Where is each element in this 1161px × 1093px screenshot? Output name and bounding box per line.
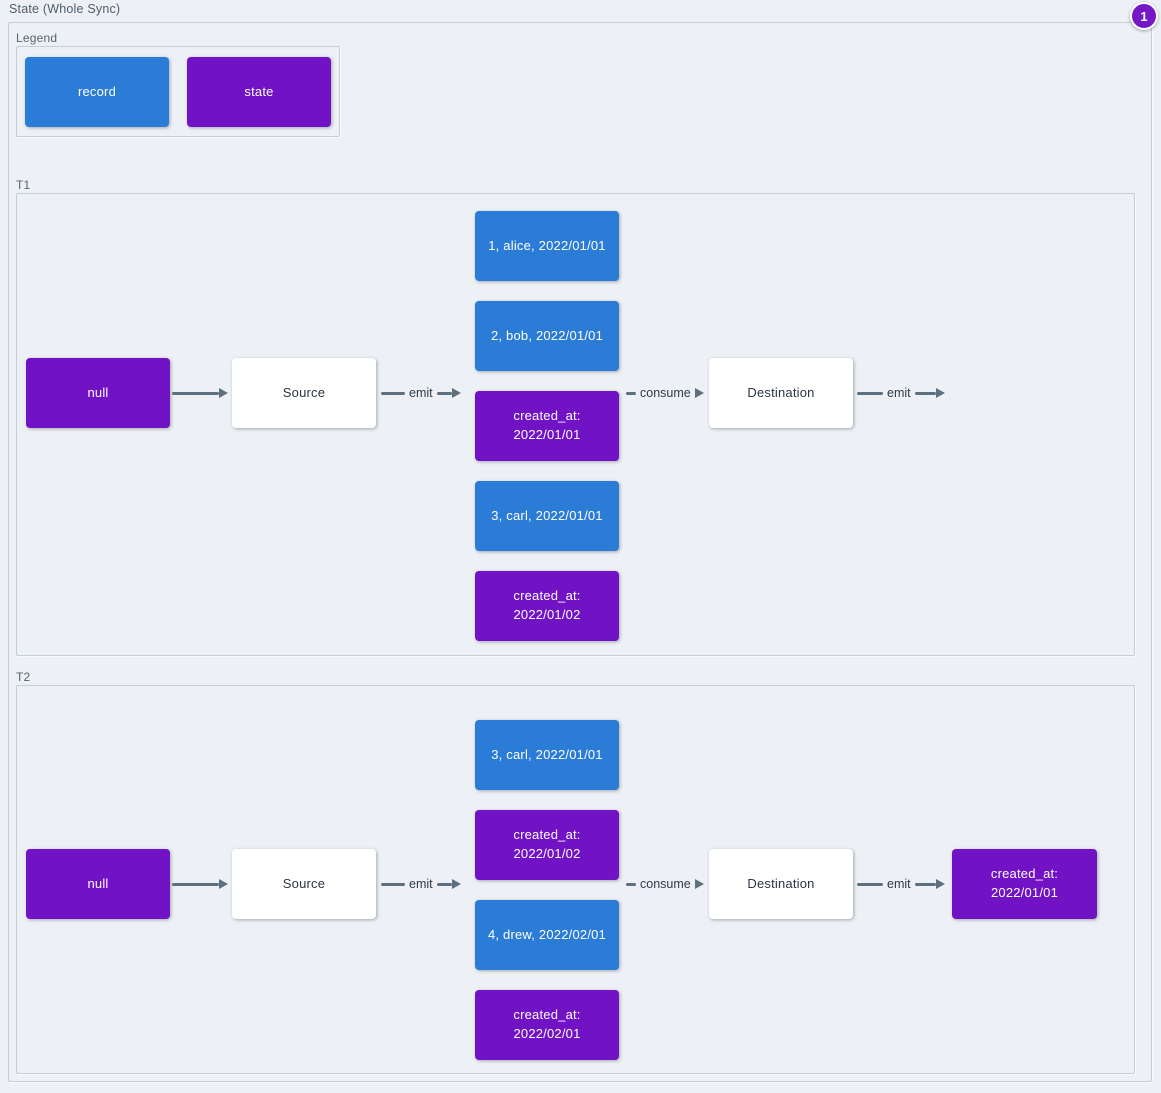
arrow-line xyxy=(914,391,936,395)
arrowhead-icon xyxy=(694,388,704,398)
t1-queue-record-2: 2, bob, 2022/01/01 xyxy=(475,301,619,371)
arrowhead-icon xyxy=(219,388,228,398)
step-badge: 1 xyxy=(1130,2,1158,30)
legend-label: Legend xyxy=(16,31,58,45)
t2-queue-state-2: created_at: 2022/02/01 xyxy=(475,990,619,1060)
t1-source-node: Source xyxy=(232,358,376,428)
whole-sync-container xyxy=(8,22,1152,1082)
arrowhead-icon xyxy=(219,879,228,889)
arrowhead-icon xyxy=(452,388,461,398)
t2-arrow-null-to-source xyxy=(172,874,228,894)
t2-source-node: Source xyxy=(232,849,376,919)
t2-destination-node: Destination xyxy=(709,849,853,919)
arrowhead-icon xyxy=(452,879,461,889)
arrow-line xyxy=(436,391,452,395)
t1-box xyxy=(16,193,1135,656)
t1-emit-arrow-source: emit xyxy=(381,383,461,403)
t1-queue-state-2: created_at: 2022/01/02 xyxy=(475,571,619,641)
t1-label: T1 xyxy=(16,178,31,192)
emit-label: emit xyxy=(409,386,433,400)
t1-destination-node: Destination xyxy=(709,358,853,428)
arrow-line xyxy=(857,882,883,886)
arrow-line xyxy=(381,391,405,395)
diagram-title: State (Whole Sync) xyxy=(9,2,121,16)
arrow-line xyxy=(626,882,636,886)
legend-box xyxy=(16,46,340,137)
emit-label: emit xyxy=(887,877,911,891)
arrow-line xyxy=(172,391,219,395)
t1-queue-record-1: 1, alice, 2022/01/01 xyxy=(475,211,619,281)
t2-consume-arrow: consume xyxy=(626,874,704,894)
t2-emit-arrow-destination: emit xyxy=(857,874,945,894)
t1-consume-arrow: consume xyxy=(626,383,704,403)
t2-queue-record-1: 3, carl, 2022/01/01 xyxy=(475,720,619,790)
arrowhead-icon xyxy=(694,879,704,889)
consume-label: consume xyxy=(640,877,691,891)
consume-label: consume xyxy=(640,386,691,400)
t1-arrow-null-to-source xyxy=(172,383,228,403)
arrow-line xyxy=(857,391,883,395)
legend-state-node: state xyxy=(187,57,331,127)
emit-label: emit xyxy=(409,877,433,891)
t2-emit-arrow-source: emit xyxy=(381,874,461,894)
t1-queue-record-3: 3, carl, 2022/01/01 xyxy=(475,481,619,551)
legend-record-node: record xyxy=(25,57,169,127)
t2-null-state-node: null xyxy=(26,849,170,919)
t2-output-state-node: created_at: 2022/01/01 xyxy=(952,849,1097,919)
arrow-line xyxy=(436,882,452,886)
t2-queue-record-2: 4, drew, 2022/02/01 xyxy=(475,900,619,970)
t2-queue-state-1: created_at: 2022/01/02 xyxy=(475,810,619,880)
arrow-line xyxy=(172,882,219,886)
emit-label: emit xyxy=(887,386,911,400)
arrow-line xyxy=(626,391,636,395)
t2-box xyxy=(16,685,1135,1074)
t1-emit-arrow-destination: emit xyxy=(857,383,945,403)
arrow-line xyxy=(381,882,405,886)
t1-null-state-node: null xyxy=(26,358,170,428)
arrowhead-icon xyxy=(936,879,945,889)
arrow-line xyxy=(914,882,936,886)
t2-label: T2 xyxy=(16,670,31,684)
arrowhead-icon xyxy=(936,388,945,398)
t1-queue-state-1: created_at: 2022/01/01 xyxy=(475,391,619,461)
